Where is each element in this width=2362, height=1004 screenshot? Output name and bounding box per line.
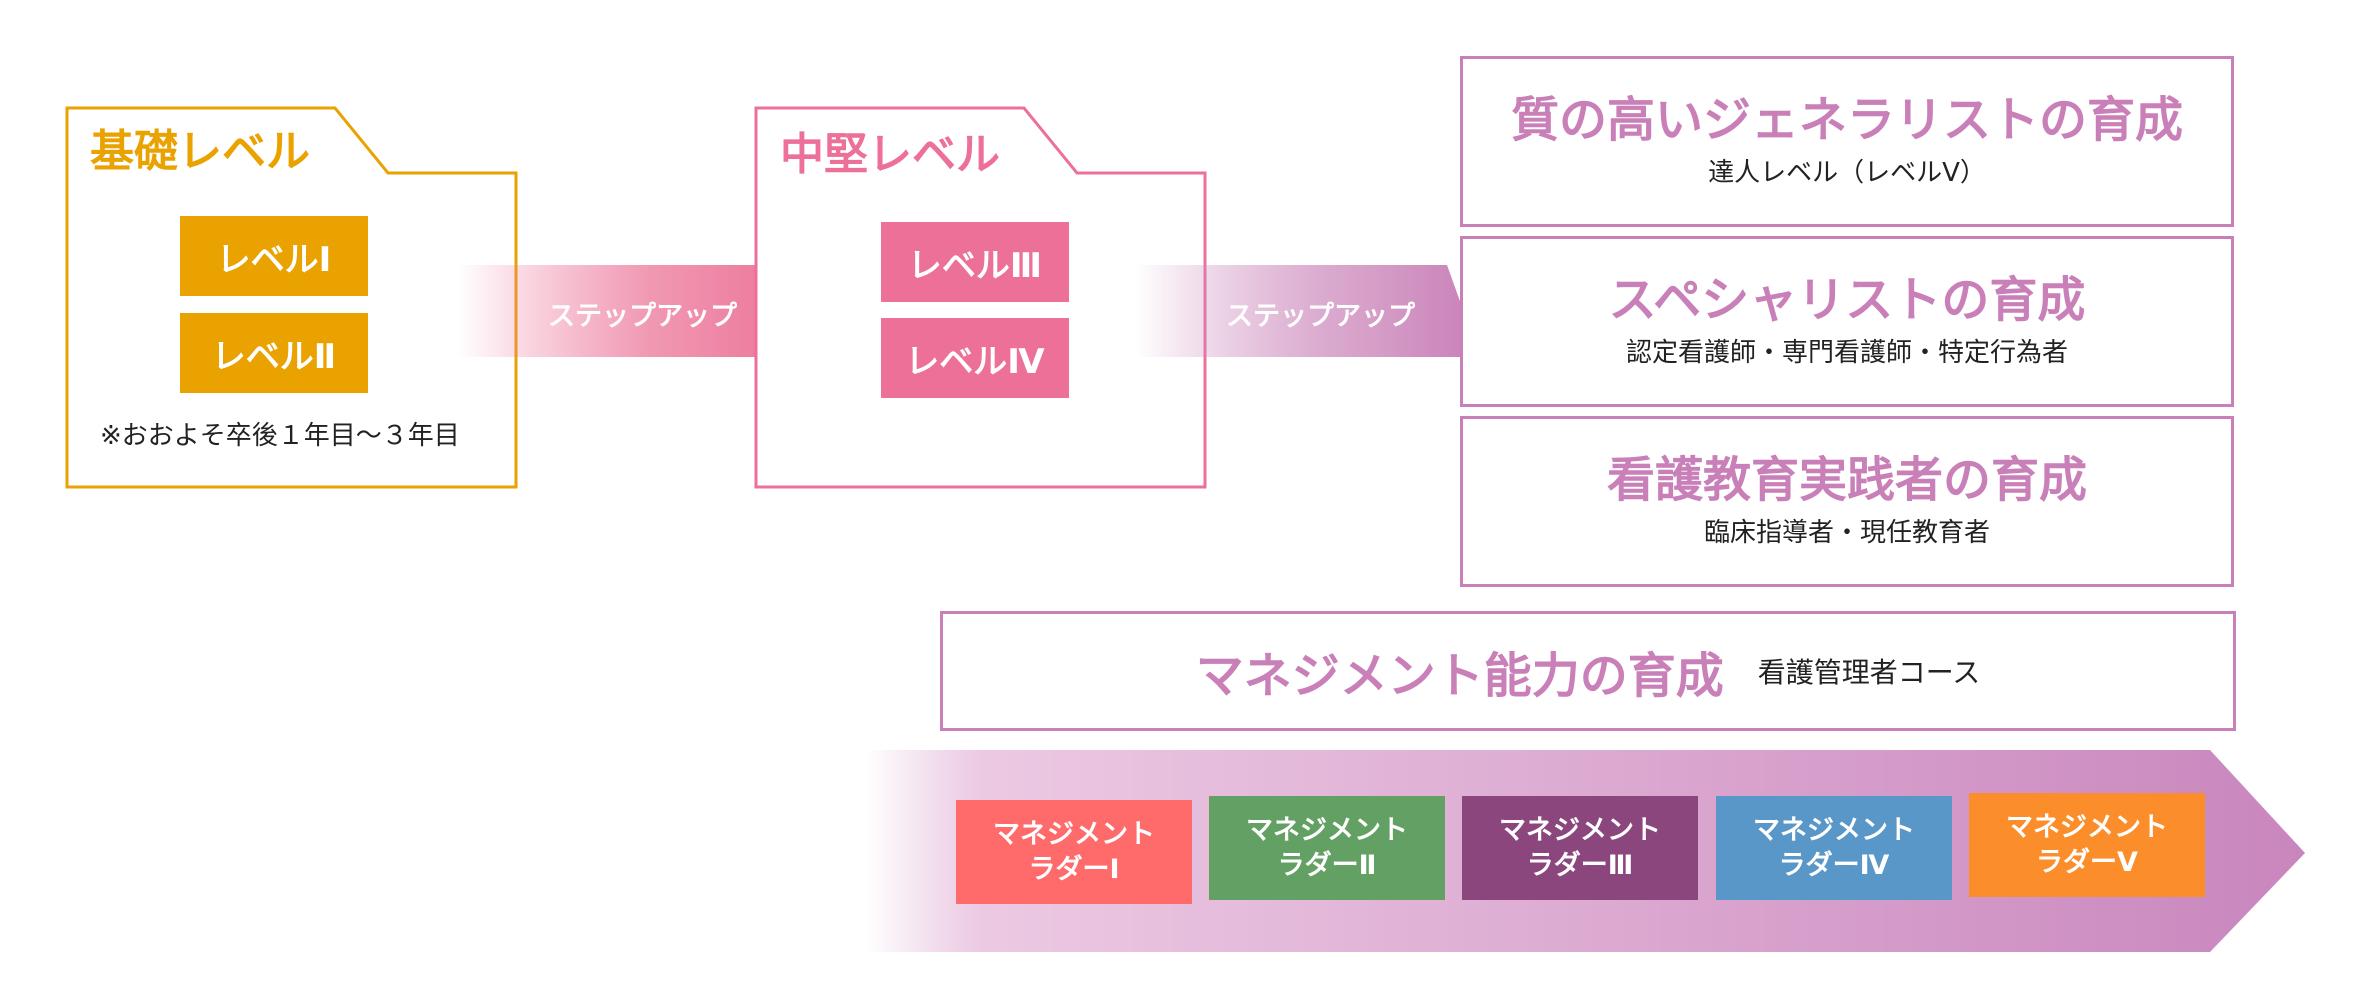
ladder-3-line1: マネジメント xyxy=(1499,814,1661,846)
management-ladder-4: マネジメント ラダーⅣ xyxy=(1716,796,1952,900)
ladder-1-line2: ラダーⅠ xyxy=(1028,854,1120,885)
basic-folder-frame xyxy=(65,106,518,489)
management-sub: 看護管理者コース xyxy=(1757,656,1981,689)
step-up-label-1: ステップアップ xyxy=(548,301,737,332)
ladder-2-line1: マネジメント xyxy=(1246,814,1408,846)
goal-sub-educator: 臨床指導者・現任教育者 xyxy=(1703,518,1990,549)
ladder-4-line1: マネジメント xyxy=(1753,814,1915,846)
step-arrow-2 xyxy=(1136,265,1480,357)
management-ladder-1: マネジメント ラダーⅠ xyxy=(956,800,1192,904)
ladder-1-line1: マネジメント xyxy=(993,818,1155,850)
goal-box-specialist: スペシャリストの育成 認定看護師・専門看護師・特定行為者 xyxy=(1460,236,2234,407)
goal-title-specialist: スペシャリストの育成 xyxy=(1608,271,2086,328)
goal-sub-specialist: 認定看護師・専門看護師・特定行為者 xyxy=(1625,338,2068,369)
management-ladder-2: マネジメント ラダーⅡ xyxy=(1209,796,1445,900)
management-ladder-5: マネジメント ラダーⅤ xyxy=(1969,793,2205,897)
ladder-5-line1: マネジメント xyxy=(2006,811,2168,843)
mid-level-title: 中堅レベル xyxy=(780,129,1000,180)
ladder-3-line2: ラダーⅢ xyxy=(1526,850,1634,881)
step-up-label-2: ステップアップ xyxy=(1226,301,1415,332)
management-box: マネジメント能力の育成 看護管理者コース xyxy=(940,611,2236,731)
ladder-4-line2: ラダーⅣ xyxy=(1778,850,1890,881)
goal-title-educator: 看護教育実践者の育成 xyxy=(1606,451,2087,508)
management-ladder-3: マネジメント ラダーⅢ xyxy=(1462,796,1698,900)
goal-box-educator: 看護教育実践者の育成 臨床指導者・現任教育者 xyxy=(1460,416,2234,587)
level-2-badge: レベルⅡ xyxy=(180,313,368,393)
basic-level-title: 基礎レベル xyxy=(90,126,310,177)
goal-title-generalist: 質の高いジェネラリストの育成 xyxy=(1510,91,2183,148)
goal-box-generalist: 質の高いジェネラリストの育成 達人レベル（レベルⅤ） xyxy=(1460,56,2234,227)
ladder-2-line2: ラダーⅡ xyxy=(1277,850,1377,881)
goal-sub-generalist: 達人レベル（レベルⅤ） xyxy=(1708,158,1986,189)
basic-level-note: ※おおよそ卒後１年目～３年目 xyxy=(100,421,460,451)
level-1-badge: レベルⅠ xyxy=(180,216,368,296)
level-4-badge: レベルⅣ xyxy=(881,318,1069,398)
step-arrow-1 xyxy=(458,265,808,357)
level-3-badge: レベルⅢ xyxy=(881,222,1069,302)
ladder-5-line2: ラダーⅤ xyxy=(2036,847,2138,878)
management-title: マネジメント能力の育成 xyxy=(1195,648,1724,704)
